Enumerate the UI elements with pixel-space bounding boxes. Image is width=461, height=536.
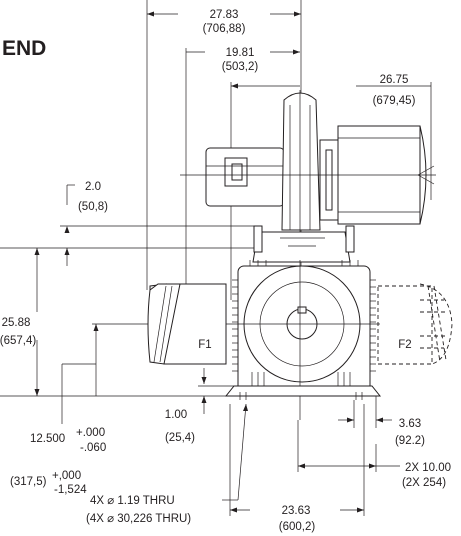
- dim-base-thk-mm: (25,4): [165, 432, 195, 444]
- dim-height-in: 25.88: [2, 317, 31, 329]
- motor-assembly: [180, 90, 436, 263]
- dim-top-mid-in: 19.81: [226, 47, 255, 59]
- dim-holes-note-in: 4X ⌀ 1.19 THRU: [90, 495, 175, 507]
- dim-shaft-center: 12.500 +.000 -.060 (317,5) +,000 -1,524: [10, 323, 230, 496]
- dim-right-offset: 3.63 (92.2): [338, 396, 425, 447]
- dim-holes-note: 4X ⌀ 1.19 THRU (4X ⌀ 30,226 THRU): [86, 403, 248, 525]
- dim-top-right-in: 26.75: [380, 74, 409, 86]
- pump-body: [224, 260, 382, 420]
- dim-right-offset-in: 3.63: [399, 418, 421, 430]
- dim-shaft-center-tol-minus: -.060: [80, 442, 106, 454]
- dim-base-width-in: 23.63: [282, 505, 311, 517]
- label-f2: F2: [398, 339, 411, 351]
- dim-top-right-mm: (679,45): [373, 95, 416, 107]
- label-f1: F1: [198, 339, 211, 351]
- dim-top-overall-in: 27.83: [210, 9, 239, 21]
- dim-holes-spacing-mm: (2X 254): [402, 477, 446, 489]
- dim-base-thk-in: 1.00: [165, 409, 187, 421]
- dim-height-mm: (657,4): [0, 335, 36, 347]
- dim-top-overall-mm: (706,88): [203, 23, 246, 35]
- dim-top-overall: 27.83 (706,88): [146, 0, 302, 290]
- dim-holes-spacing-in: 2X 10.00: [405, 462, 451, 474]
- dim-left-small-mm: (50,8): [78, 201, 108, 213]
- dim-shaft-center-in: 12.500: [30, 433, 65, 445]
- dim-left-small: 2.0 (50,8): [60, 181, 258, 266]
- dim-shaft-center-mm-tol-plus: +,000: [52, 470, 81, 482]
- dim-base-width: 23.63 (600,2): [229, 404, 365, 533]
- dim-top-mid: 19.81 (503,2): [185, 47, 300, 300]
- dim-top-mid-mm: (503,2): [222, 61, 259, 73]
- dim-height: 25.88 (657,4): [0, 247, 258, 397]
- dim-holes-note-mm: (4X ⌀ 30,226 THRU): [86, 513, 191, 525]
- dim-top-right: 26.75 (679,45): [230, 74, 432, 300]
- dim-shaft-center-mm: (317,5): [10, 476, 47, 488]
- f2-inlet-alt: F2: [377, 283, 453, 365]
- dim-right-offset-mm: (92.2): [395, 435, 425, 447]
- dim-base-width-mm: (600,2): [279, 521, 316, 533]
- view-title: END: [2, 37, 46, 60]
- dim-left-small-in: 2.0: [85, 181, 101, 193]
- dim-shaft-center-tol-plus: +.000: [76, 427, 105, 439]
- f1-inlet: F1: [147, 283, 227, 365]
- dim-holes-spacing: 2X 10.00 (2X 254): [297, 420, 451, 489]
- dim-base-thk: 1.00 (25,4): [165, 368, 234, 444]
- dim-shaft-center-mm-tol-minus: -1,524: [54, 484, 87, 496]
